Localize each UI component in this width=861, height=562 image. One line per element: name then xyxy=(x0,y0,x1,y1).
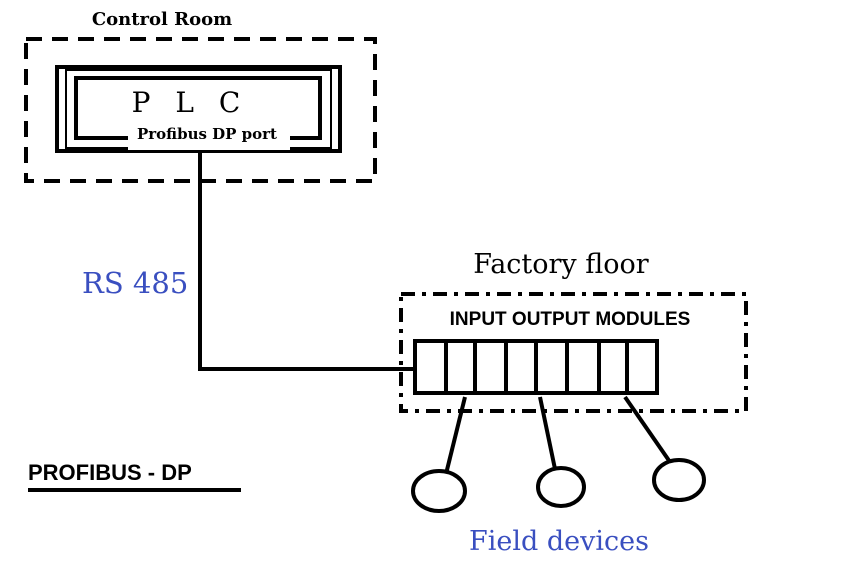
field-devices-label: Field devices xyxy=(469,526,649,557)
factory-floor-boundary xyxy=(399,292,748,413)
rs485-label: RS 485 xyxy=(82,266,188,300)
io-module-rack xyxy=(413,339,659,395)
field-device-cable-2 xyxy=(538,396,557,470)
factory-floor-label: Factory floor xyxy=(473,249,648,280)
field-device-2 xyxy=(536,466,586,508)
plc-label: P L C xyxy=(132,86,249,119)
profibus-dp-port-label: Profibus DP port xyxy=(137,125,277,143)
io-modules-label: INPUT OUTPUT MODULES xyxy=(450,309,691,330)
field-device-3 xyxy=(652,458,706,502)
field-device-cable-3 xyxy=(623,395,672,464)
field-device-1 xyxy=(411,469,467,513)
diagram-title: PROFIBUS - DP xyxy=(28,460,192,485)
rs485-cable xyxy=(198,151,415,371)
control-room-label: Control Room xyxy=(92,9,232,30)
port-label-background xyxy=(128,130,290,150)
field-device-cable-1 xyxy=(444,396,467,475)
